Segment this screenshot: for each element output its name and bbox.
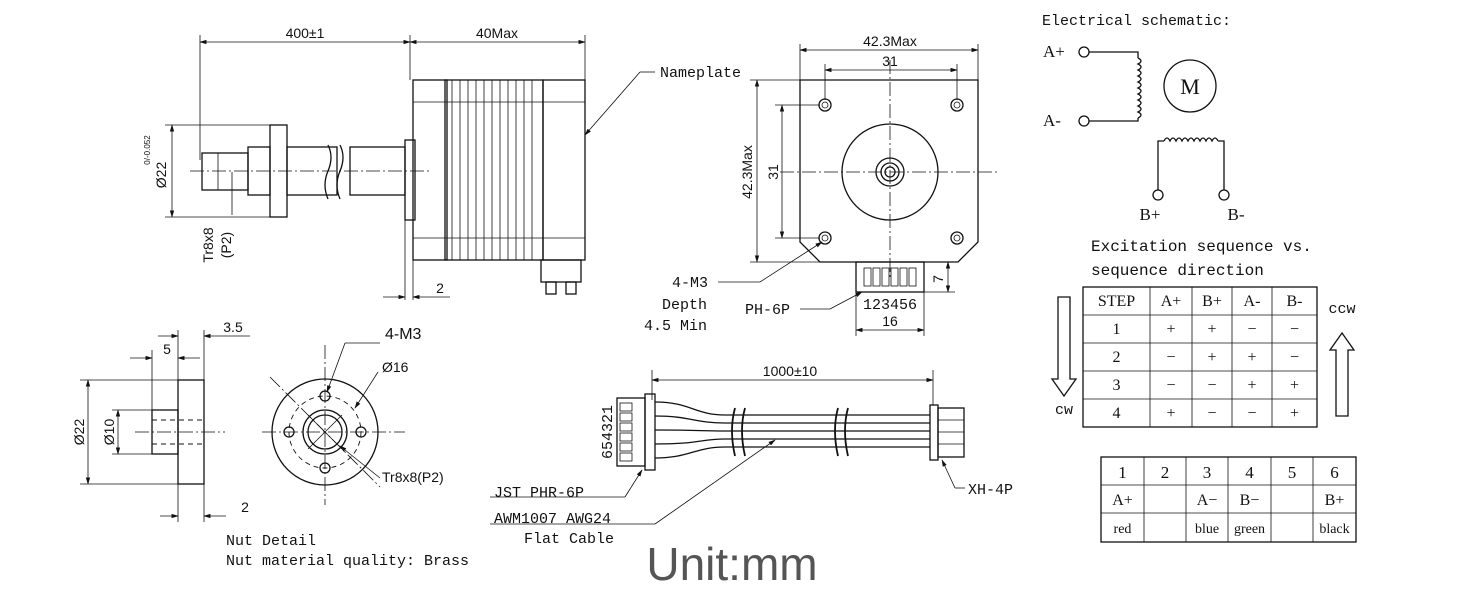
wiring-pin-cell: 1 [1118,463,1127,482]
excitation-header-cell: B- [1287,293,1303,310]
cw-label: cw [1055,402,1073,419]
nut-material-label: Nut material quality: Brass [226,553,469,570]
cw-arrow-icon [1050,296,1078,398]
jst-label: JST PHR-6P [494,485,584,502]
nut-front-view: 4-M3 Ø16 Tr8x8(P2) Nut Detail Nut materi… [226,326,469,570]
excitation-cell: − [1290,321,1299,338]
schematic-title: Electrical schematic: [1042,13,1231,30]
b-minus-label: B- [1228,205,1245,224]
excitation-cell: + [1290,377,1299,394]
excitation-cell: + [1247,349,1256,366]
motor-symbol-icon [1163,59,1217,113]
awm-label: AWM1007 AWG24 [494,511,611,528]
excitation-table: Excitation sequence vs. sequence directi… [1050,238,1356,428]
conn-pins: 123456 [863,297,917,314]
dim-face-42: 42.3Max [863,33,917,49]
dim-length-400: 400±1 [286,25,325,41]
excitation-cell: − [1166,349,1175,366]
excitation-cell: + [1207,321,1216,338]
xh4p-label: XH-4P [968,482,1013,499]
ccw-label: ccw [1328,301,1355,318]
mount-hole-icon [818,98,964,245]
dim-conn-16: 16 [882,313,898,329]
excitation-cell: 3 [1113,377,1121,394]
wiring-phase-cell: A+ [1112,492,1133,509]
excitation-cell: − [1207,405,1216,422]
b-plus-label: B+ [1140,205,1161,224]
ph6p-label: PH-6P [745,302,790,319]
motor-front-view: 123456 42.3Max 31 42.3Max 31 7 16 4-M3 [644,33,1000,336]
dim-thread-pitch: (P2) [218,232,234,258]
nut-side-view: 3.5 5 Ø22 Ø10 2 [71,319,250,522]
a-plus-label: A+ [1043,42,1065,61]
motor-side-view: 400±1 40Max [143,25,741,300]
wiring-phase-cell: B− [1240,492,1260,509]
excitation-cell: + [1207,349,1216,366]
mount-holes-label: 4-M3 [672,275,708,292]
unit-label: Unit:mm [646,538,817,590]
dim-nut-2: 2 [241,499,249,515]
wiring-pin-cell: 5 [1288,463,1297,482]
nameplate-label: Nameplate [660,65,741,82]
wiring-pin-cell: 4 [1245,463,1254,482]
wiring-pin-cell: 6 [1330,463,1339,482]
ccw-arrow-icon [1328,331,1356,417]
wiring-color-cell: black [1319,522,1349,537]
cable-assembly: 1000±10 654321 JST PHR-6P A [490,363,1013,548]
a-minus-label: A- [1043,111,1061,130]
flat-cable-label: Flat Cable [524,531,614,548]
excitation-header-cell: A+ [1161,293,1182,310]
excitation-cell: + [1166,405,1175,422]
dim-shaft-dia: Ø22 [153,162,169,189]
dim-conn-7: 7 [930,275,946,283]
depth-label: Depth [662,297,707,314]
dim-gap-2: 2 [436,280,444,296]
dim-nut-16: Ø16 [382,359,409,375]
motor-label: M [1180,74,1200,99]
wiring-color-cell: red [1114,522,1132,537]
electrical-schematic: Electrical schematic: A+ A- M B+ B- [1042,13,1245,224]
excitation-cell: + [1166,321,1175,338]
excitation-cell: 4 [1113,405,1121,422]
wiring-phase-cell: A− [1197,492,1218,509]
nut-detail-label: Nut Detail [226,533,316,550]
wiring-pin-cell: 3 [1203,463,1212,482]
excitation-cell: − [1207,377,1216,394]
dim-shaft-tol: 0/-0.052 [143,135,152,165]
cable-pins: 654321 [600,405,617,459]
excitation-cell: + [1247,377,1256,394]
excitation-cell: − [1247,405,1256,422]
dim-nut-22: Ø22 [71,419,87,446]
nut-4m3-label: 4-M3 [385,326,422,343]
wiring-color-cell: green [1234,522,1265,537]
wiring-pin-cell: 2 [1161,463,1170,482]
dim-thread: Tr8x8 [200,227,216,262]
depth-value: 4.5 Min [644,318,707,335]
excitation-cell: 1 [1113,321,1121,338]
excitation-cell: − [1290,349,1299,366]
wiring-color-cell: blue [1195,522,1219,537]
dim-nut-5: 5 [163,341,171,357]
dim-nut-3-5: 3.5 [223,319,243,335]
dim-max-40: 40Max [476,25,518,41]
dim-face-42-v: 42.3Max [739,145,755,199]
excitation-header-cell: B+ [1202,293,1222,310]
excitation-cell: + [1290,405,1299,422]
excitation-cell: − [1166,377,1175,394]
dim-hole-31-v: 31 [765,164,781,180]
wiring-table: 1 2 3 4 5 6A+ A− B− B+ red blue green black [1100,456,1357,543]
excitation-cell: − [1247,321,1256,338]
excitation-cell: 2 [1113,349,1121,366]
excitation-header-cell: STEP [1098,293,1135,310]
nut-thread-label: Tr8x8(P2) [382,469,444,485]
dim-nut-10: Ø10 [101,419,117,446]
dim-cable-len: 1000±10 [763,363,818,379]
wiring-phase-cell: B+ [1325,492,1345,509]
excitation-header-cell: A- [1244,293,1261,310]
dim-hole-31-h: 31 [882,53,898,69]
excitation-title-2: sequence direction [1091,262,1264,280]
excitation-title-1: Excitation sequence vs. [1091,238,1312,256]
